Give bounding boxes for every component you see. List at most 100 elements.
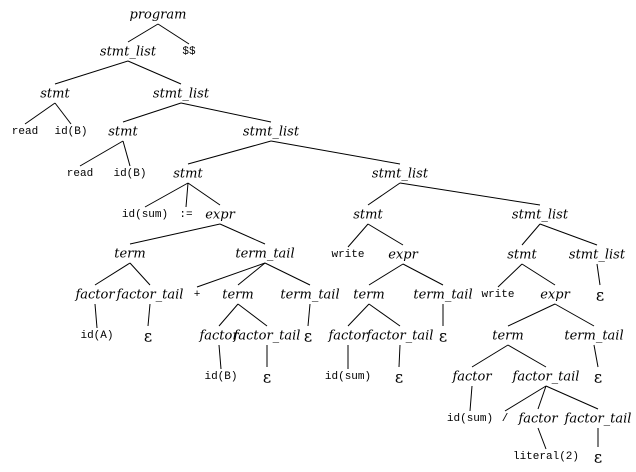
tree-edge	[545, 385, 599, 410]
tree-edge	[367, 223, 404, 246]
epsilon-node: ε	[144, 327, 152, 346]
tree-edge	[596, 263, 601, 286]
tree-edge	[497, 263, 523, 288]
terminal-node: +	[194, 289, 201, 301]
tree-edge	[471, 344, 509, 368]
terminal-node: id(sum)	[122, 209, 168, 221]
terminal-node: write	[331, 249, 364, 261]
epsilon-node: ε	[594, 368, 602, 387]
nonterminal-node: term	[114, 247, 145, 262]
tree-edge	[368, 263, 404, 286]
tree-edge	[399, 182, 541, 206]
nonterminal-node: stmt	[507, 248, 537, 263]
nonterminal-node: factor	[517, 412, 558, 427]
terminal-node: read	[67, 168, 93, 180]
terminal-node: id(B)	[113, 168, 146, 180]
tree-edge	[122, 102, 182, 123]
nonterminal-node: term	[353, 288, 384, 303]
tree-edge	[539, 223, 598, 246]
nonterminal-node: factor_tail	[366, 329, 434, 344]
tree-edge	[129, 262, 151, 286]
tree-edge	[554, 303, 595, 327]
nonterminal-node: stmt_list	[372, 167, 429, 182]
tree-edge	[127, 23, 159, 43]
tree-edge	[402, 263, 444, 286]
tree-edge	[521, 263, 556, 286]
tree-edge	[144, 182, 189, 208]
tree-edge	[79, 140, 124, 167]
tree-edge	[218, 303, 239, 327]
nonterminal-node: stmt_list	[569, 248, 626, 263]
tree-edge	[127, 60, 182, 85]
nonterminal-node: factor	[327, 329, 368, 344]
terminal-node: id(sum)	[325, 371, 371, 383]
epsilon-node: ε	[594, 448, 602, 467]
tree-edge	[264, 262, 311, 286]
epsilon-node: ε	[263, 368, 271, 387]
nonterminal-node: factor	[451, 370, 492, 385]
nonterminal-node: factor_tail	[512, 370, 580, 385]
epsilon-node: ε	[395, 368, 403, 387]
nonterminal-node: term_tail	[280, 288, 339, 303]
tree-edge	[521, 223, 541, 246]
tree-edge	[507, 344, 547, 368]
tree-edge	[147, 303, 151, 327]
tree-edge	[54, 60, 129, 85]
nonterminal-node: expr	[205, 208, 235, 223]
tree-edge	[537, 385, 547, 410]
tree-edge	[504, 385, 547, 412]
tree-edge	[469, 385, 473, 412]
terminal-node: read	[12, 126, 38, 138]
terminal-node: literal(2)	[513, 451, 579, 463]
nonterminal-node: term_tail	[564, 329, 623, 344]
tree-edge	[24, 102, 56, 125]
terminal-node: id(sum)	[447, 413, 493, 425]
tree-edge	[307, 303, 311, 327]
tree-edge	[122, 140, 131, 167]
tree-edge	[270, 140, 401, 165]
nonterminal-node: stmt_list	[153, 87, 210, 102]
tree-edge	[94, 303, 98, 329]
tree-edge	[593, 344, 599, 368]
nonterminal-node: program	[130, 8, 187, 23]
nonterminal-node: expr	[540, 288, 570, 303]
nonterminal-node: expr	[388, 248, 418, 263]
nonterminal-node: stmt_list	[512, 208, 569, 223]
nonterminal-node: term	[492, 329, 523, 344]
nonterminal-node: stmt	[173, 167, 203, 182]
terminal-node: id(A)	[80, 330, 113, 342]
tree-edge	[237, 262, 266, 286]
epsilon-node: ε	[596, 286, 604, 305]
tree-edge	[129, 223, 221, 245]
tree-edge	[219, 223, 266, 245]
nonterminal-node: term_tail	[413, 288, 472, 303]
tree-edges	[24, 23, 601, 450]
tree-edge	[237, 303, 268, 327]
nonterminal-node: stmt	[108, 125, 138, 140]
tree-edge	[185, 182, 189, 208]
nonterminal-node: stmt_list	[100, 45, 157, 60]
tree-edge	[157, 23, 190, 45]
nonterminal-node: factor_tail	[564, 412, 632, 427]
terminal-node: /	[502, 413, 509, 425]
tree-edge	[368, 303, 401, 327]
terminal-node: :=	[179, 209, 192, 221]
tree-edge	[347, 223, 369, 248]
tree-edge	[347, 303, 370, 327]
epsilon-node: ε	[304, 327, 312, 346]
nonterminal-node: factor_tail	[233, 329, 301, 344]
tree-edge	[398, 344, 401, 368]
tree-edge	[187, 182, 221, 206]
terminal-node: id(B)	[54, 126, 87, 138]
terminal-node: write	[481, 289, 514, 301]
tree-edge	[187, 140, 272, 165]
tree-edge	[537, 427, 547, 450]
nonterminal-node: factor	[198, 329, 239, 344]
epsilon-node: ε	[439, 327, 447, 346]
nonterminal-node: factor_tail	[116, 288, 184, 303]
tree-edge	[218, 344, 222, 370]
nonterminal-node: stmt_list	[243, 125, 300, 140]
tree-edge	[180, 102, 272, 123]
